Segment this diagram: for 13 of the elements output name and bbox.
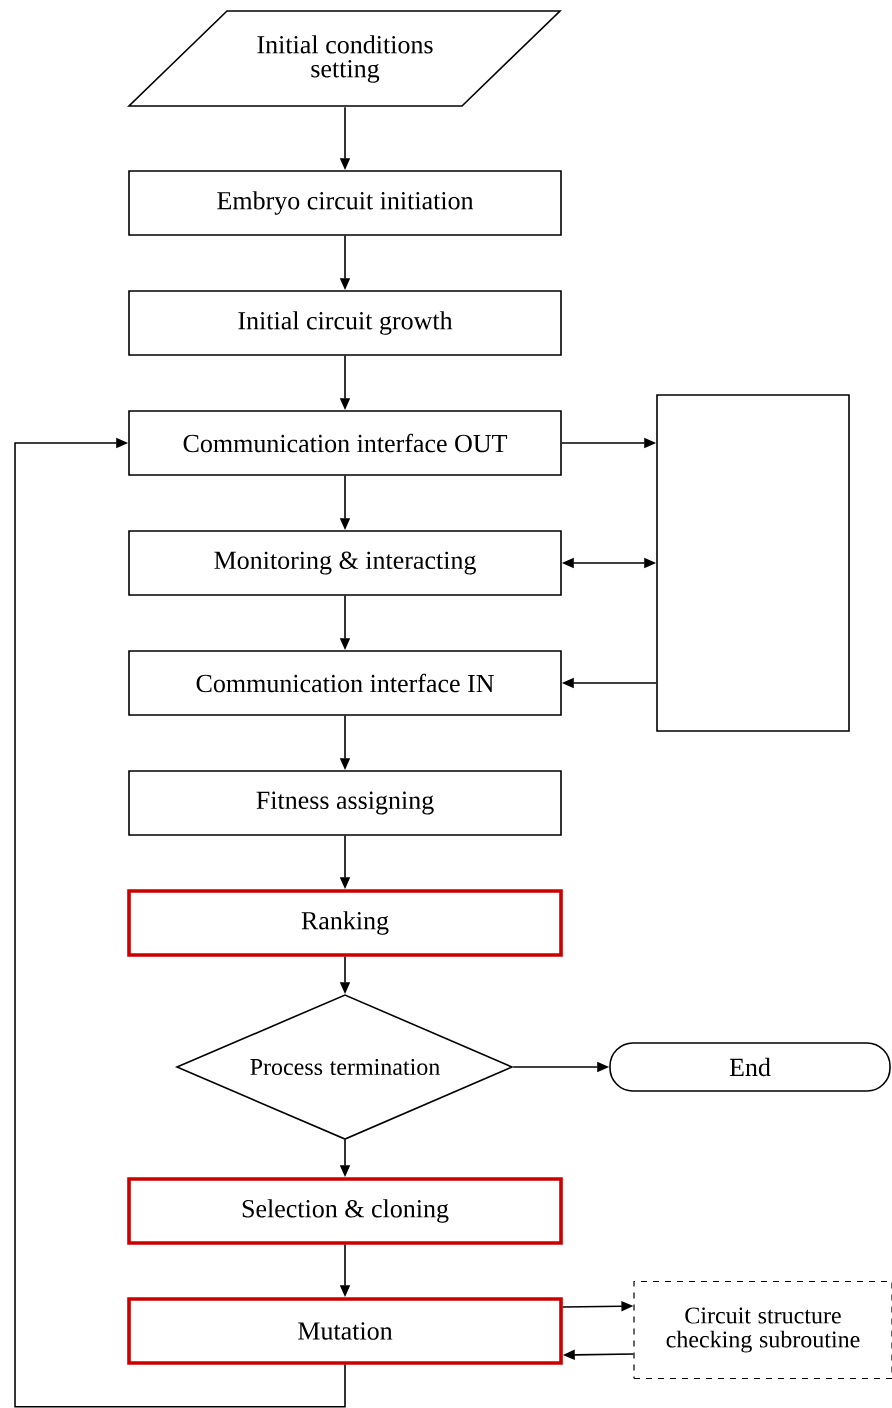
process-box: Mutation — [127, 1297, 563, 1365]
subroutine-box: Circuit structure checking subroutine — [633, 1280, 892, 1380]
process-box: Ranking — [127, 889, 563, 957]
terminal-box: End — [609, 1042, 891, 1092]
process-box: Initial circuit growth — [128, 290, 562, 356]
process-box: Monitoring & interacting — [128, 530, 562, 596]
process-box: Selection & cloning — [127, 1177, 563, 1245]
process-box: Fitness assigning — [128, 770, 562, 836]
process-box: Embryo circuit initiation — [128, 170, 562, 236]
arrow — [14, 437, 346, 1408]
simulator-box — [656, 394, 850, 732]
process-box: Communication interface OUT — [128, 410, 562, 476]
process-box: Communication interface IN — [128, 650, 562, 716]
